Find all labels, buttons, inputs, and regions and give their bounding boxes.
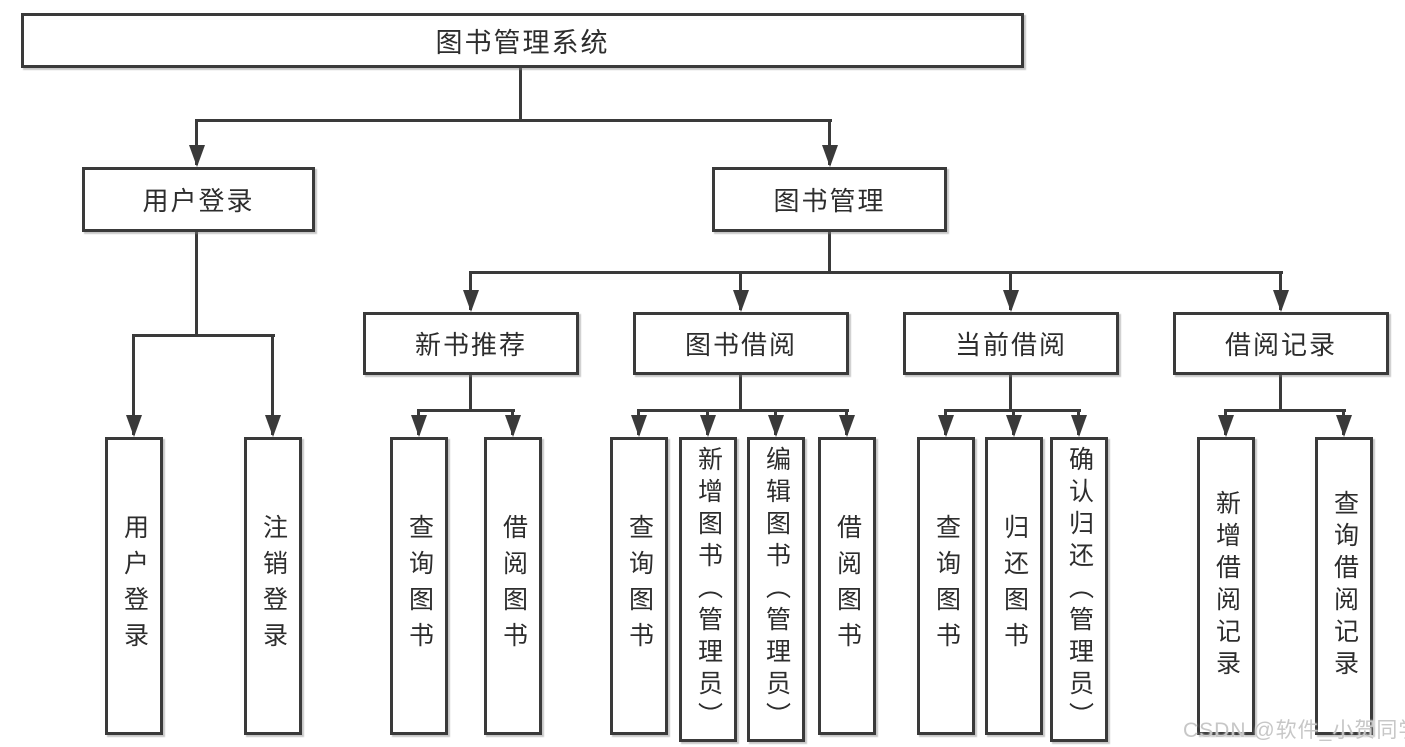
- connector-line: [1279, 375, 1282, 412]
- connector-line: [195, 119, 198, 165]
- arrow-down-icon: [265, 415, 281, 437]
- leaf-rec-borrow-books-label: 借阅图书: [499, 514, 528, 658]
- leaf-bb-borrow-books: 借阅图书: [818, 437, 876, 735]
- arrow-down-icon: [733, 290, 749, 312]
- connector-line: [637, 409, 849, 412]
- node-new-book-rec: 新书推荐: [363, 312, 579, 375]
- node-current-borrow: 当前借阅: [903, 312, 1119, 375]
- leaf-rec-query-books-label: 查询图书: [405, 514, 434, 658]
- leaf-cb-confirm-return-admin: 确认归还（管理员）: [1050, 437, 1108, 742]
- arrow-down-icon: [126, 415, 142, 437]
- leaf-user-login-label: 用户登录: [120, 514, 149, 658]
- leaf-bb-borrow-books-label: 借阅图书: [833, 514, 862, 658]
- leaf-rec-query-books: 查询图书: [390, 437, 448, 735]
- node-book-borrow-label: 图书借阅: [684, 330, 797, 360]
- leaf-user-login: 用户登录: [105, 437, 163, 735]
- node-user-login: 用户登录: [82, 167, 315, 232]
- leaf-cb-return-books: 归还图书: [985, 437, 1043, 735]
- leaf-cb-confirm-return-admin-label: 确认归还（管理员）: [1065, 445, 1094, 734]
- leaf-br-add-record: 新增借阅记录: [1197, 437, 1255, 735]
- node-borrow-record: 借阅记录: [1173, 312, 1389, 375]
- connector-line: [196, 119, 832, 122]
- connector-line: [739, 375, 742, 412]
- arrow-down-icon: [1071, 415, 1087, 437]
- arrow-down-icon: [189, 145, 205, 167]
- leaf-bb-add-books-admin-label: 新增图书（管理员）: [694, 445, 723, 734]
- node-current-borrow-label: 当前借阅: [954, 330, 1067, 360]
- leaf-bb-add-books-admin: 新增图书（管理员）: [679, 437, 737, 742]
- arrow-down-icon: [700, 415, 716, 437]
- leaf-bb-edit-books-admin: 编辑图书（管理员）: [747, 437, 805, 742]
- arrow-down-icon: [1003, 290, 1019, 312]
- node-root-label: 图书管理系统: [435, 28, 610, 58]
- connector-line: [195, 232, 198, 337]
- connector-line: [417, 409, 515, 412]
- arrow-down-icon: [822, 145, 838, 167]
- node-book-mgmt-label: 图书管理: [773, 186, 886, 216]
- arrow-down-icon: [1273, 290, 1289, 312]
- watermark: CSDN @软件_小贺同学: [1183, 719, 1405, 742]
- connector-line: [1224, 409, 1346, 412]
- node-book-borrow: 图书借阅: [633, 312, 849, 375]
- arrow-down-icon: [505, 415, 521, 437]
- leaf-cb-query-books: 查询图书: [917, 437, 975, 735]
- arrow-down-icon: [938, 415, 954, 437]
- connector-line: [519, 68, 522, 120]
- connector-line: [132, 334, 135, 435]
- arrow-down-icon: [768, 415, 784, 437]
- leaf-br-query-record-label: 查询借阅记录: [1330, 490, 1359, 682]
- connector-line: [271, 334, 274, 435]
- connector-line: [469, 375, 472, 412]
- leaf-bb-query-books-label: 查询图书: [625, 514, 654, 658]
- leaf-bb-edit-books-admin-label: 编辑图书（管理员）: [762, 445, 791, 734]
- node-user-login-label: 用户登录: [142, 186, 255, 216]
- connector-line: [1009, 375, 1012, 412]
- connector-line: [469, 271, 1283, 274]
- leaf-bb-query-books: 查询图书: [610, 437, 668, 735]
- leaf-cb-query-books-label: 查询图书: [932, 514, 961, 658]
- connector-line: [828, 119, 831, 165]
- connector-line: [132, 334, 275, 337]
- node-book-mgmt: 图书管理: [712, 167, 947, 232]
- leaf-br-add-record-label: 新增借阅记录: [1212, 490, 1241, 682]
- arrow-down-icon: [1336, 415, 1352, 437]
- arrow-down-icon: [1006, 415, 1022, 437]
- node-borrow-record-label: 借阅记录: [1224, 330, 1337, 360]
- arrow-down-icon: [1218, 415, 1234, 437]
- arrow-down-icon: [631, 415, 647, 437]
- leaf-logout: 注销登录: [244, 437, 302, 735]
- node-root: 图书管理系统: [21, 13, 1024, 68]
- leaf-br-query-record: 查询借阅记录: [1315, 437, 1373, 735]
- arrow-down-icon: [839, 415, 855, 437]
- arrow-down-icon: [411, 415, 427, 437]
- leaf-cb-return-books-label: 归还图书: [1000, 514, 1029, 658]
- leaf-logout-label: 注销登录: [259, 514, 288, 658]
- leaf-rec-borrow-books: 借阅图书: [484, 437, 542, 735]
- connector-line: [828, 232, 831, 274]
- arrow-down-icon: [463, 290, 479, 312]
- node-new-book-rec-label: 新书推荐: [414, 330, 527, 360]
